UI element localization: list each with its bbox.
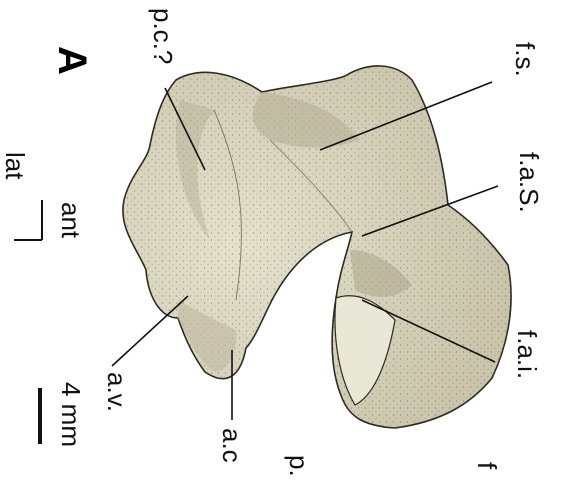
label-fai: f.a.i. <box>514 330 540 379</box>
label-fs: f.s. <box>512 42 538 77</box>
leader-av <box>112 296 188 366</box>
label-fas: f.a.S. <box>516 152 542 213</box>
label-pc: p.c.? <box>150 8 176 64</box>
orientation-lat: lat <box>2 152 28 179</box>
label-ac: a.c <box>219 428 245 463</box>
label-p: p. <box>286 455 312 477</box>
label-f: f <box>474 462 500 469</box>
label-av: a.v. <box>104 372 130 412</box>
orientation-ant: ant <box>58 202 84 238</box>
scale-label: 4 mm <box>58 382 84 447</box>
orientation-indicator <box>14 200 42 240</box>
panel-label: A <box>52 46 92 75</box>
